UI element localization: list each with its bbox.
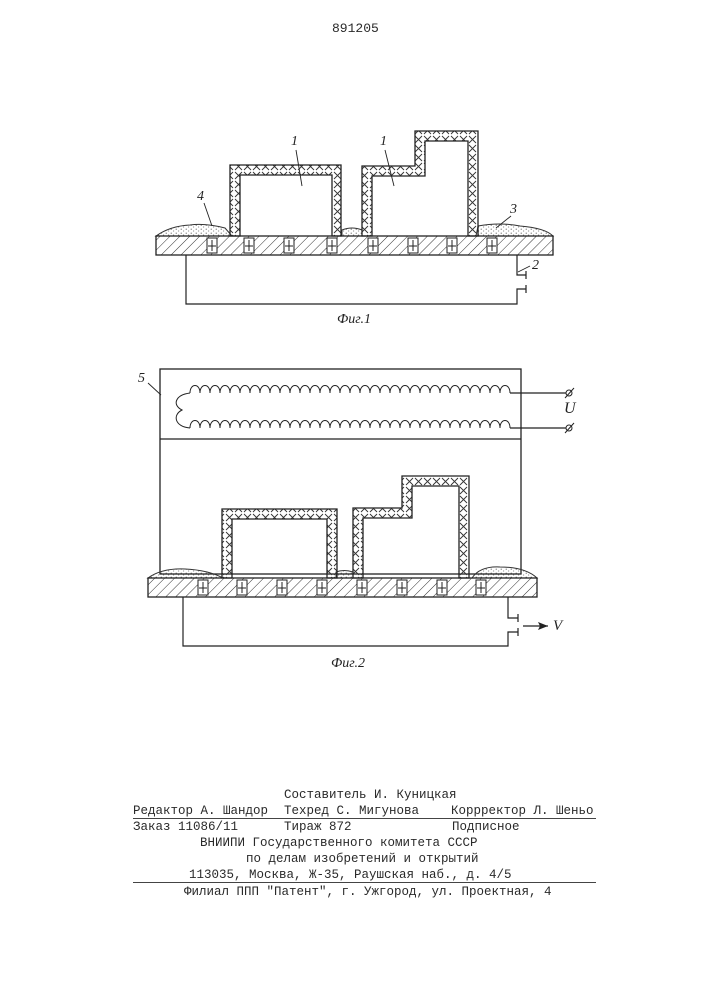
footer-techred: Техред С. Мигунова [284,804,419,818]
footer-subscription: Подписное [452,820,520,834]
footer-order: Заказ 11086/11 [133,820,238,834]
mold-part-left [230,165,341,236]
footer-editor: Редактор А. Шандор [133,804,268,818]
footer-branch: Филиал ППП "Патент", г. Ужгород, ул. Про… [184,885,552,899]
footer-rule-1 [133,818,596,819]
circuit-wire-1 [186,255,526,304]
label-voltage-v: V [553,618,562,635]
sand-layer-3 [476,224,553,236]
figure-2-caption: Фиг.2 [331,656,365,672]
footer-org: ВНИИПИ Государственного комитета СССР [200,836,478,850]
heater-coil-top [190,386,510,394]
label-part-4: 4 [197,189,204,205]
label-part-2: 2 [532,258,539,274]
label-part-1b: 1 [380,134,387,150]
figure-2-drawing [0,340,707,670]
footer-circulation: Тираж 872 [284,820,352,834]
footer-compiler: Составитель И. Куницкая [284,788,457,802]
heater-coil-bottom [190,421,510,429]
footer-corrector: Коррректор Л. Шеньо [451,804,594,818]
label-voltage-u: U [564,400,576,418]
footer-org-dept: по делам изобретений и открытий [246,852,479,866]
label-part-5: 5 [138,371,145,387]
sand-layer-4 [156,224,232,236]
label-part-3: 3 [510,202,517,218]
footer-rule-2 [133,882,596,883]
figure-1-caption: Фиг.1 [337,312,371,328]
footer-address: 113035, Москва, Ж-35, Раушская наб., д. … [189,868,512,882]
label-part-1a: 1 [291,134,298,150]
figure-1-drawing [0,0,707,340]
